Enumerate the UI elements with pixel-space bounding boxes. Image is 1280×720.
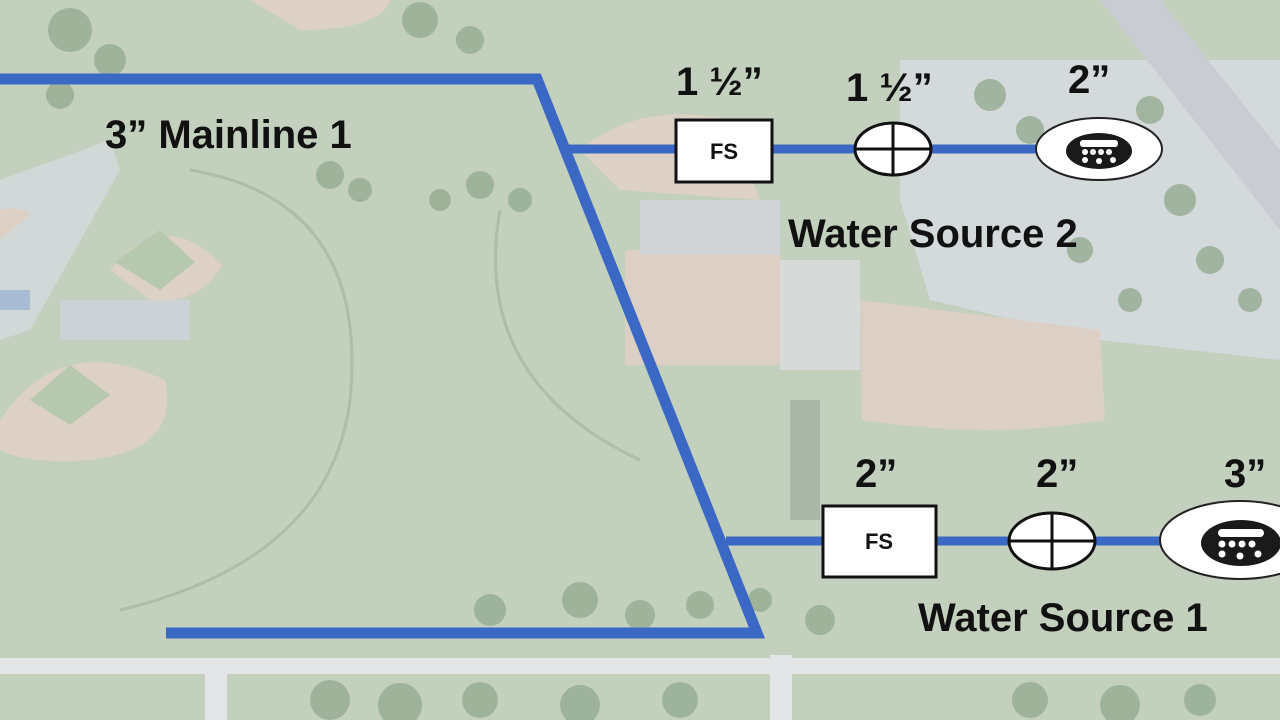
source1-valve-size: 2”: [1036, 452, 1079, 496]
source1-title: Water Source 1: [918, 596, 1208, 640]
source2-meter-size: 2”: [1068, 58, 1111, 102]
master-valve-icon: [1007, 511, 1097, 571]
source1-flow-sensor: FS: [821, 504, 938, 579]
source1-flow-sensor-size: 2”: [855, 452, 898, 496]
source2-flow-sensor-label: FS: [710, 139, 738, 164]
source2-flow-sensor: FS: [674, 118, 774, 184]
mainline-label: 3” Mainline 1: [105, 113, 352, 157]
source2-flow-sensor-size: 1 ½”: [676, 60, 763, 104]
source2-valve-size: 1 ½”: [846, 66, 933, 110]
water-meter-icon: [1035, 117, 1163, 181]
source2-title: Water Source 2: [788, 212, 1078, 256]
source1-flow-sensor-label: FS: [865, 529, 893, 554]
source1-meter-size: 3”: [1224, 452, 1267, 496]
water-meter-icon: [1159, 500, 1280, 580]
mainline-pipe: [0, 73, 766, 639]
master-valve-icon: [853, 121, 933, 177]
